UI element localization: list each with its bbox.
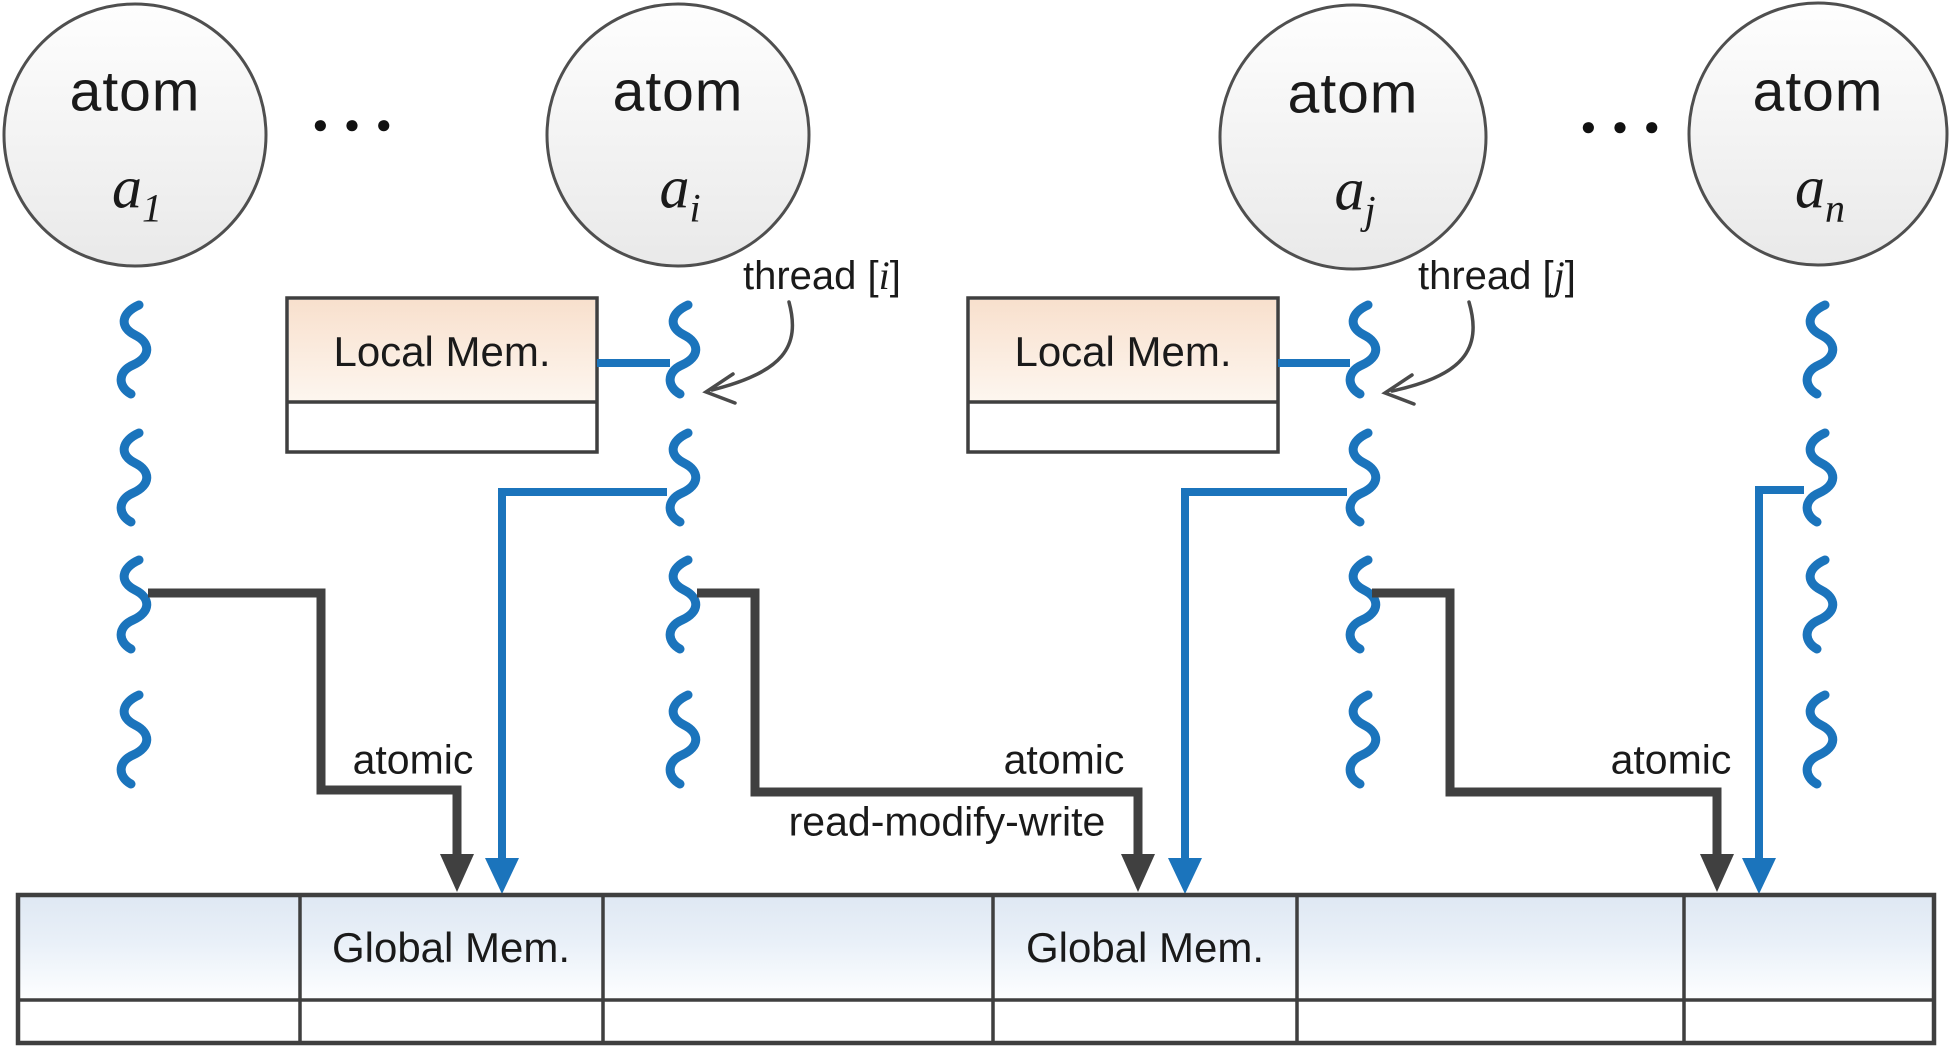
blue-write-arrow-n (1742, 486, 1804, 894)
thread-i-index: i (878, 253, 890, 298)
wavy-bond-chain-aj (1350, 305, 1376, 784)
thread-j-suffix: ] (1564, 254, 1576, 298)
atomic-label-right: atomic (1610, 736, 1732, 783)
local-mem-label-2: Local Mem. (1014, 328, 1232, 375)
atom-symbol-a: a (112, 154, 142, 221)
atomic-arrow-a1 (148, 588, 474, 892)
blue-write-arrow-i (485, 488, 667, 894)
atomic-label-left: atomic (352, 736, 474, 783)
global-mem-table (15, 892, 1937, 1046)
atomic-label-middle: atomic (1003, 736, 1125, 783)
wavy-bond-chain-an (1807, 305, 1833, 784)
thread-j-prefix: thread [ (1418, 254, 1554, 298)
atom-sub-an: an (1795, 158, 1845, 229)
atom-node-an (1687, 1, 1949, 267)
ellipsis-right: ●●● (1580, 111, 1676, 141)
atom-node-aj (1218, 3, 1488, 271)
atom-sub-aj: aj (1334, 160, 1375, 231)
global-mem-label-1: Global Mem. (331, 924, 571, 971)
atom-sub-index-i: i (689, 185, 701, 231)
thread-i-prefix: thread [ (743, 254, 879, 298)
atom-label-ai: atom (612, 59, 744, 124)
thread-i-suffix: ] (889, 254, 901, 298)
atom-sub-a1: a1 (112, 158, 162, 229)
thread-j-label: thread [j] (1418, 253, 1576, 298)
read-modify-write-label: read-modify-write (788, 798, 1106, 845)
atom-node-ai (545, 2, 811, 268)
local-mem-box-1 (285, 296, 599, 454)
local-mem-label-1: Local Mem. (333, 328, 551, 375)
thread-i-label: thread [i] (743, 253, 901, 298)
local-mem-box-2 (966, 296, 1280, 454)
atom-sub-index-j: j (1364, 187, 1376, 233)
thread-pointer-arrow-i (702, 300, 795, 405)
wavy-bond-chain-ai (670, 305, 696, 784)
atom-sub-index-1: 1 (142, 185, 162, 231)
atom-label-an: atom (1752, 59, 1884, 124)
wavy-bond-chain-a1 (121, 305, 147, 784)
blue-write-arrow-j (1168, 488, 1347, 894)
atom-symbol-a: a (659, 154, 690, 221)
atomic-arrow-aj (1372, 588, 1734, 892)
atomic-arrow-ai (697, 588, 1155, 892)
atom-label-a1: atom (69, 59, 201, 124)
thread-j-index: j (1553, 253, 1565, 298)
thread-pointer-arrow-j (1381, 300, 1475, 406)
atom-sub-index-n: n (1825, 185, 1845, 231)
atom-sub-ai: ai (659, 158, 700, 229)
atom-label-aj: atom (1287, 61, 1419, 126)
ellipsis-left: ●●● (312, 109, 408, 139)
atom-symbol-a: a (1795, 154, 1825, 221)
global-mem-label-2: Global Mem. (1025, 924, 1265, 971)
atom-node-a1 (2, 2, 268, 268)
atom-symbol-a: a (1334, 156, 1365, 223)
